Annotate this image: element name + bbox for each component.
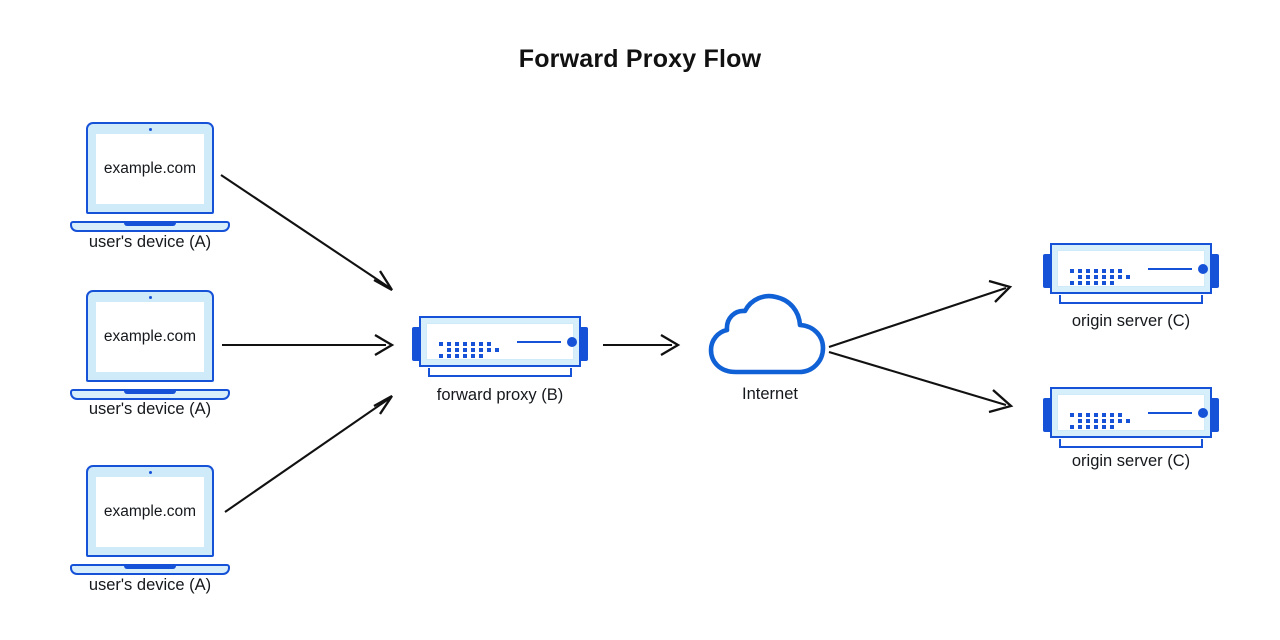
server-led-icon — [1198, 263, 1208, 274]
label-internet: Internet — [742, 385, 798, 403]
cloud-shape — [708, 293, 826, 375]
arrow-client-top-to-proxy — [220, 174, 393, 292]
arrow-client-middle-to-proxy — [222, 334, 395, 356]
server-icon-forward-proxy[interactable] — [412, 316, 588, 378]
label-client-bottom: user's device (A) — [88, 576, 212, 594]
server-body — [1050, 243, 1212, 294]
laptop-notch — [124, 222, 176, 226]
server-vent-dots-icon — [1070, 404, 1134, 429]
laptop-camera-icon — [148, 128, 152, 131]
server-status-line — [517, 340, 561, 343]
page-title: Forward Proxy Flow — [518, 45, 762, 73]
arrow-proxy-to-internet — [603, 334, 681, 356]
laptop-lid: example.com — [86, 290, 214, 382]
laptop-notch — [124, 390, 176, 394]
label-origin-bottom: origin server (C) — [1071, 452, 1191, 470]
cloud-icon-internet[interactable] — [706, 292, 832, 378]
server-face — [1057, 394, 1208, 431]
laptop-lid: example.com — [86, 122, 214, 214]
laptop-screen-text: example.com — [103, 160, 197, 177]
server-vent-dots-icon — [439, 333, 503, 358]
server-icon-origin-bottom[interactable] — [1043, 387, 1219, 449]
server-status-line — [1148, 411, 1192, 414]
label-client-middle: user's device (A) — [88, 400, 212, 418]
laptop-notch — [124, 565, 176, 569]
server-shelf — [1059, 439, 1203, 448]
arrow-internet-to-origin-top — [828, 279, 1013, 348]
laptop-screen-text: example.com — [103, 503, 197, 520]
label-client-top: user's device (A) — [88, 233, 212, 251]
laptop-screen: example.com — [95, 301, 205, 373]
server-shelf — [428, 368, 572, 377]
label-origin-top: origin server (C) — [1071, 312, 1191, 330]
server-face — [1057, 250, 1208, 287]
laptop-screen: example.com — [95, 476, 205, 548]
server-icon-origin-top[interactable] — [1043, 243, 1219, 305]
laptop-screen: example.com — [95, 133, 205, 205]
laptop-icon-client-bottom[interactable]: example.com — [70, 465, 230, 575]
arrow-internet-to-origin-bottom — [828, 350, 1014, 414]
laptop-camera-icon — [148, 296, 152, 299]
server-face — [426, 323, 577, 360]
server-shelf — [1059, 295, 1203, 304]
server-body — [419, 316, 581, 367]
arrow-client-bottom-to-proxy — [224, 394, 393, 513]
laptop-screen-text: example.com — [103, 328, 197, 345]
server-led-icon — [1198, 407, 1208, 418]
laptop-lid: example.com — [86, 465, 214, 557]
server-body — [1050, 387, 1212, 438]
server-vent-dots-icon — [1070, 260, 1134, 285]
laptop-icon-client-middle[interactable]: example.com — [70, 290, 230, 400]
server-led-icon — [567, 336, 577, 347]
laptop-camera-icon — [148, 471, 152, 474]
laptop-icon-client-top[interactable]: example.com — [70, 122, 230, 232]
label-forward-proxy: forward proxy (B) — [436, 386, 564, 404]
server-status-line — [1148, 267, 1192, 270]
